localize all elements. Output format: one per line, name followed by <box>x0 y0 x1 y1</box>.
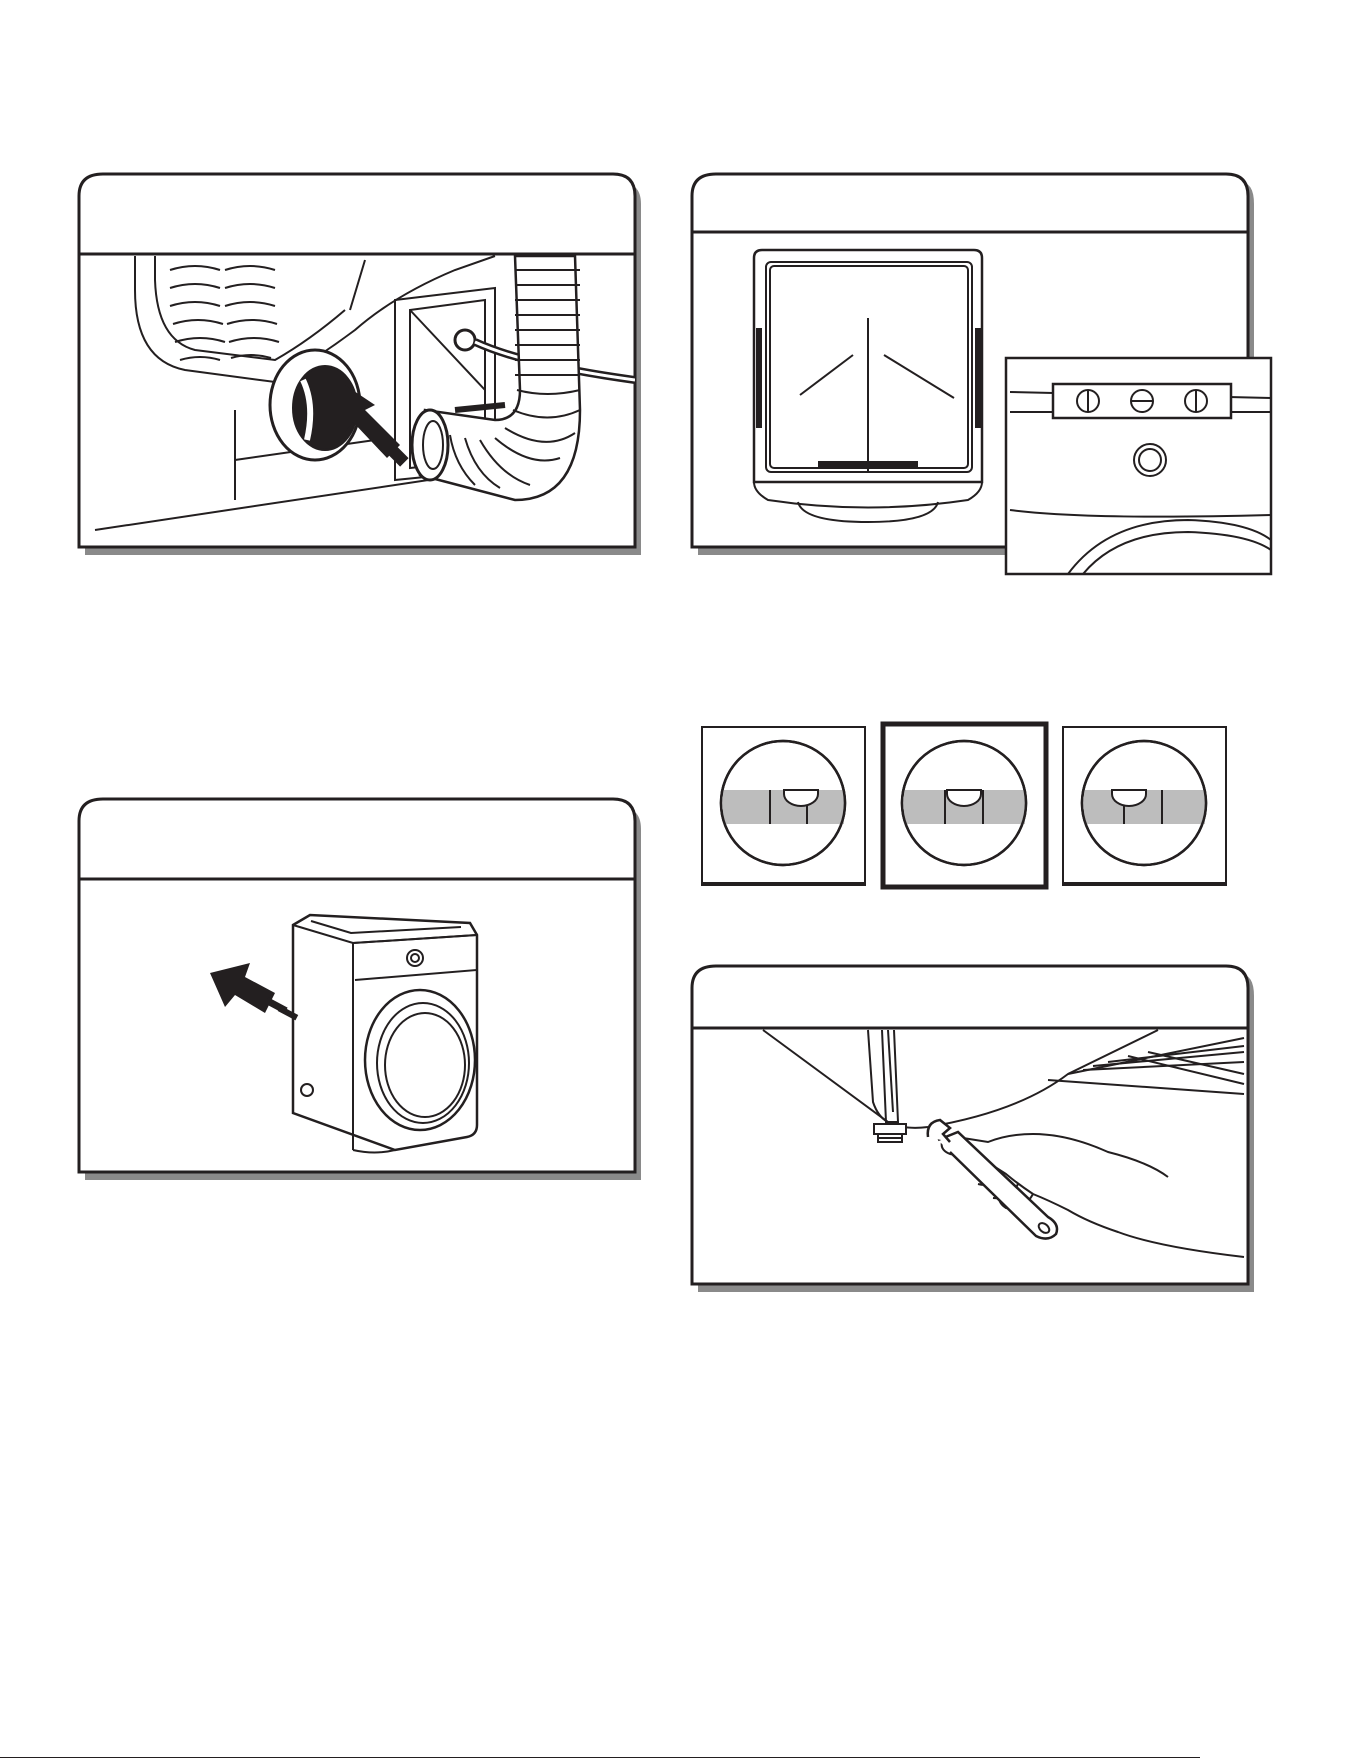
illustration-vent-connection <box>75 170 645 565</box>
adjust-feet-drawing <box>688 962 1258 1302</box>
bubble-level-drawing <box>700 720 1230 890</box>
slide-dryer-drawing <box>75 795 645 1195</box>
level-check-drawing <box>688 170 1278 580</box>
illustration-bubble-level-states <box>700 720 1230 890</box>
illustration-adjust-feet <box>688 962 1258 1302</box>
illustration-level-check <box>688 170 1278 580</box>
footer-rule <box>0 1757 1200 1758</box>
vent-connection-drawing <box>75 170 645 565</box>
illustration-slide-dryer <box>75 795 645 1195</box>
